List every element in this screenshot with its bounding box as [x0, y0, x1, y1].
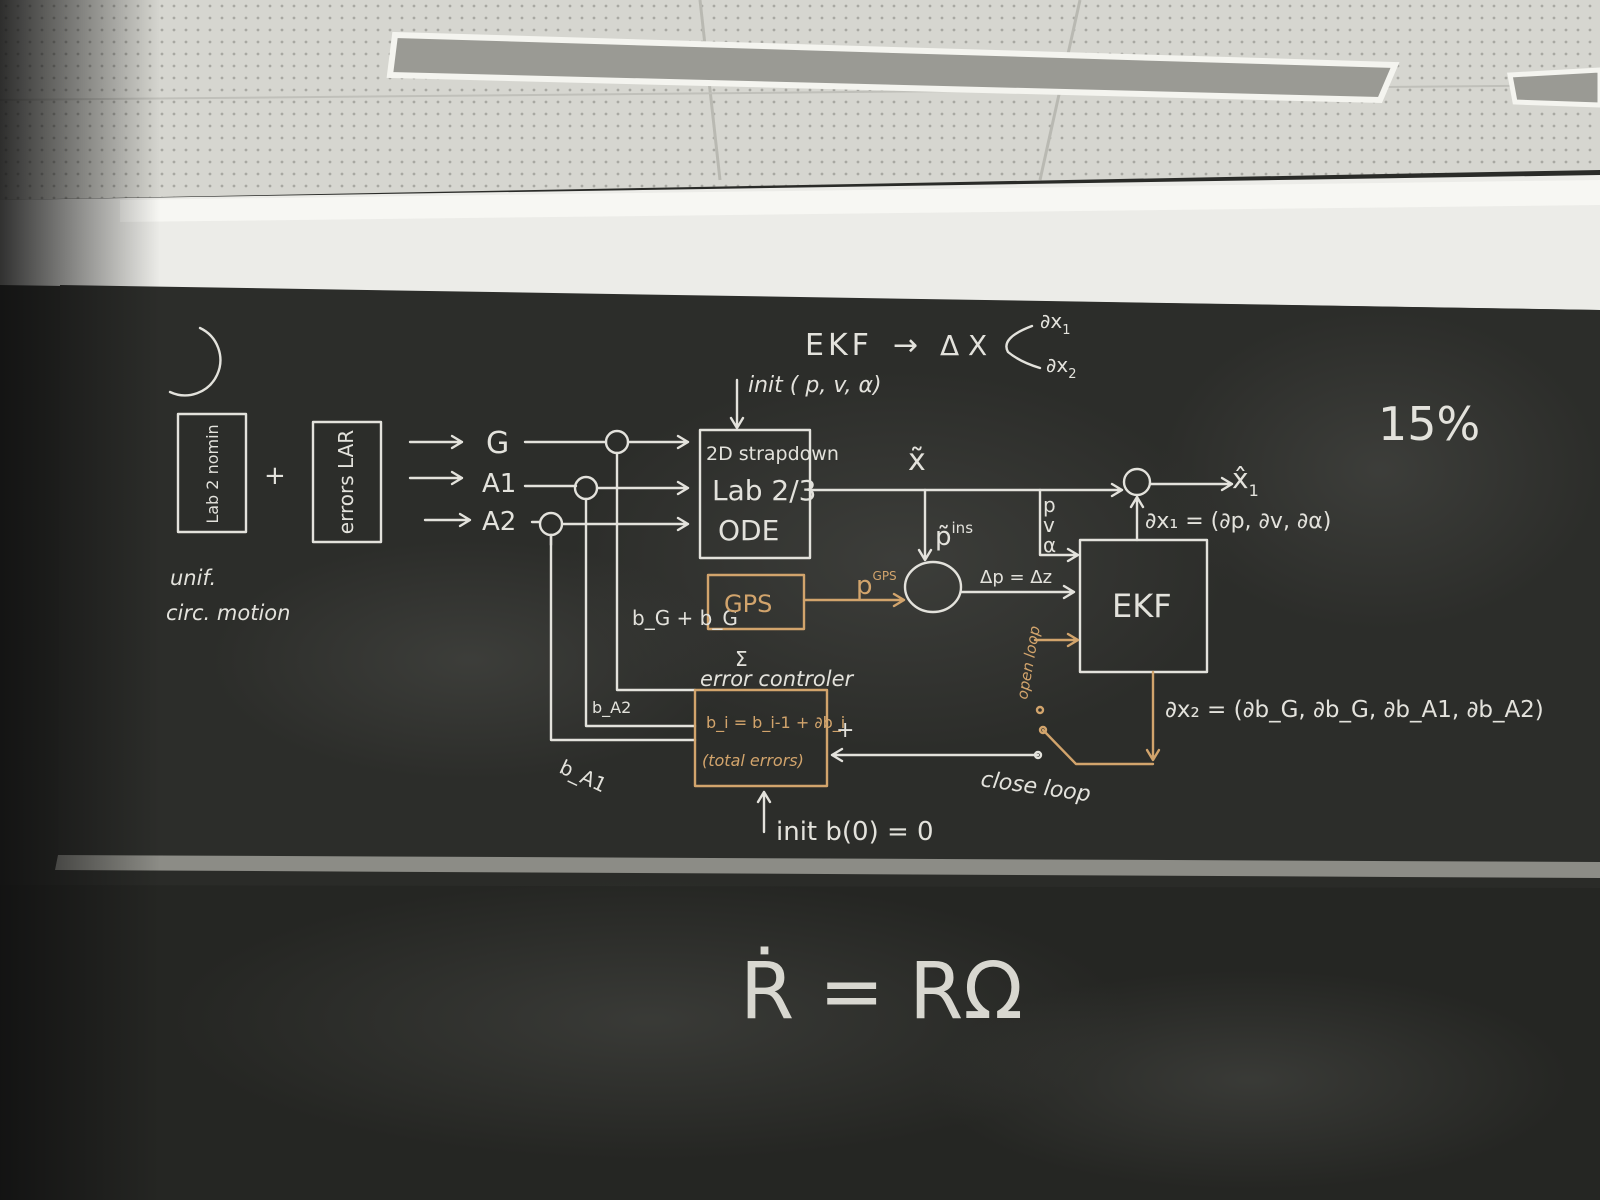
x-hat-output: x̂1: [1232, 462, 1259, 500]
model-line3: ODE: [718, 514, 779, 547]
pva-p: p: [1043, 493, 1056, 517]
orange-chalk-lines: [693, 573, 1161, 788]
model-line1: 2D strapdown: [706, 443, 839, 465]
ceiling: [0, 0, 1600, 200]
controller-equation: b_i = b_i-1 + ∂b_i: [706, 713, 845, 733]
dx1-equation: ∂x₁ = (∂p, ∂v, ∂α): [1145, 509, 1331, 534]
p-ins-label: p̃ins: [935, 519, 973, 552]
ekf-heading: EKF: [805, 328, 873, 363]
plus-sign: +: [264, 461, 286, 491]
delta-p-label: Δp = Δz: [980, 567, 1052, 588]
init-pva-label: init ( p, v, α): [748, 373, 882, 398]
note-circ-motion: circ. motion: [166, 601, 290, 625]
ekf-box-text: EKF: [1112, 587, 1172, 625]
pva-alpha: α: [1043, 533, 1056, 557]
sum-junction-output: [1122, 467, 1152, 497]
b-a2-label: b_A2: [592, 698, 631, 718]
ekf-box-outline: [1078, 538, 1209, 674]
gps-box-text: GPS: [724, 590, 772, 618]
controller-box-outline: [693, 688, 829, 788]
error-controller-label: error controler: [700, 667, 855, 691]
lower-equation: Ṙ = RΩ: [740, 946, 1023, 1037]
dx2-top-label: ∂x2: [1046, 353, 1076, 382]
init-b-label: init b(0) = 0: [776, 817, 934, 847]
lower-chalkboard: [0, 880, 1600, 1200]
gps-ins-junction: [903, 560, 963, 614]
input-g: G: [486, 426, 509, 461]
erased-circle: [168, 326, 222, 397]
lab2-box-outline: [176, 412, 248, 534]
dx1-top-label: ∂x1: [1040, 309, 1070, 338]
sigma-label: Σ: [735, 647, 748, 671]
note-unif: unif.: [170, 566, 216, 590]
ekf-arrow: →: [893, 328, 918, 363]
bias-label: b_G + b_G: [632, 606, 738, 630]
block-diagram-lines: [168, 324, 1234, 834]
controller-total: (total errors): [702, 751, 804, 770]
dx2-equation: ∂x₂ = (∂b_G, ∂b_G, ∂b_A1, ∂b_A2): [1165, 697, 1544, 723]
errors-box-text: errors LAR: [334, 430, 358, 534]
gps-box-outline: [706, 573, 806, 631]
upper-chalkboard: [55, 285, 1600, 878]
x-tilde: x̃: [908, 443, 926, 478]
ceiling-light: [386, 31, 1400, 104]
lab2-box-text: Lab 2 nomin: [203, 424, 222, 523]
percent-label: 15%: [1378, 397, 1480, 451]
input-a1: A1: [482, 469, 516, 499]
p-gps-label: pGPS: [856, 569, 897, 601]
controller-plus: +: [836, 718, 854, 743]
pva-v: v: [1043, 513, 1055, 537]
strapdown-box-outline: [698, 428, 812, 560]
delta-x-label: Δ X: [940, 329, 987, 362]
model-line2: Lab 2/3: [712, 474, 817, 507]
input-a2: A2: [482, 507, 516, 537]
errors-box-outline: [311, 420, 383, 544]
